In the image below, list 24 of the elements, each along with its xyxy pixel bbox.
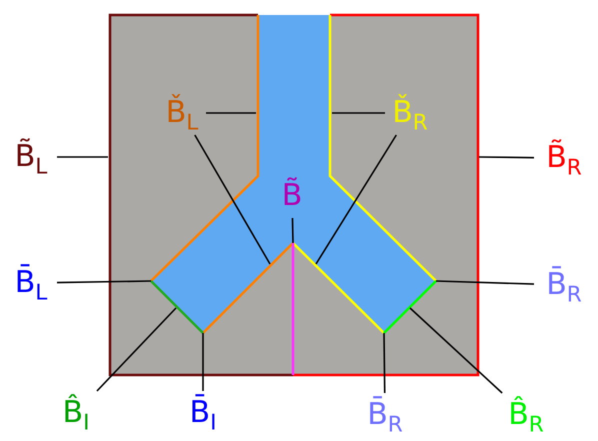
leader-line xyxy=(56,280,152,284)
leader-line xyxy=(315,134,397,264)
boundary-label: B̄$_{L}$ xyxy=(5,261,57,305)
boundary-label: B̄$_{R}$ xyxy=(356,393,414,437)
leader-line xyxy=(292,218,294,244)
leader-line xyxy=(479,156,534,158)
leader-line xyxy=(436,280,534,285)
leader-line xyxy=(206,112,256,114)
boundary-label: B̄$_{R}$ xyxy=(534,263,594,307)
boundary-label: B̌$_{L}$ xyxy=(158,91,206,135)
boundary-label: B̌$_{R}$ xyxy=(385,91,435,135)
leader-line xyxy=(383,332,386,393)
boundary-label: B̄$_{I}$ xyxy=(178,391,228,435)
leader-line xyxy=(194,134,271,264)
leader-line xyxy=(409,307,503,394)
boundary-label: B̂$_{R}$ xyxy=(496,393,556,437)
leader-line xyxy=(332,112,385,114)
boundary-label: B̃$_{R}$ xyxy=(534,136,594,180)
boundary-label: B̃ xyxy=(272,174,312,218)
leader-line xyxy=(96,307,177,392)
leader-line xyxy=(202,333,204,391)
boundary-label: B̂$_{I}$ xyxy=(52,391,100,435)
leader-line xyxy=(57,156,108,158)
boundary-label: B̃$_{L}$ xyxy=(5,135,57,179)
